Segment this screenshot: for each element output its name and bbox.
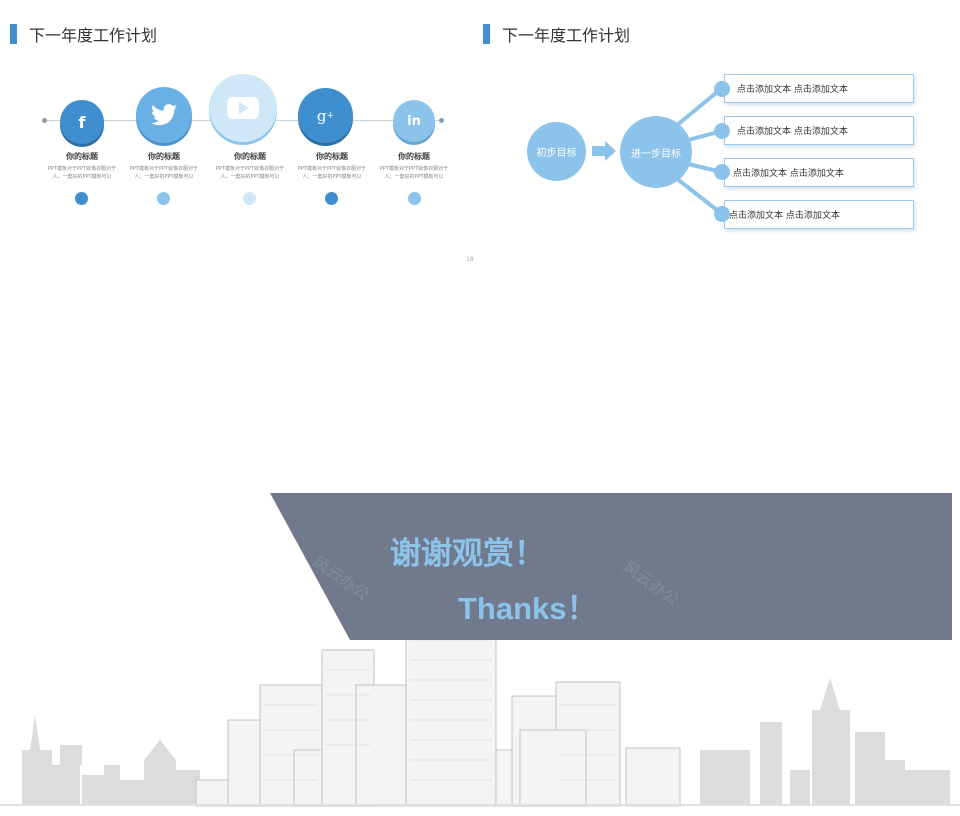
slide-1-header: 下一年度工作计划 bbox=[10, 22, 157, 46]
item-desc-2: PPT模板对于PPT就像衣服对于人，一套好的PPT模板可以 bbox=[129, 166, 199, 180]
further-goal-label: 进一步目标 bbox=[631, 148, 681, 160]
junction-dot-1 bbox=[714, 81, 730, 97]
timeline-marker-1 bbox=[75, 192, 88, 205]
text-box-3[interactable]: 点击添加文本 点击添加文本 bbox=[724, 158, 914, 187]
item-title-3: 你的标题 bbox=[234, 152, 266, 161]
header-accent-bar bbox=[483, 24, 490, 44]
page-number: 18 bbox=[466, 256, 474, 263]
slide-2-header: 下一年度工作计划 bbox=[483, 22, 630, 46]
item-desc-4: PPT模板对于PPT就像衣服对于人，一套好的PPT模板可以 bbox=[297, 166, 367, 180]
text-box-label: 点击添加文本 点击添加文本 bbox=[737, 85, 848, 95]
twitter-icon[interactable] bbox=[136, 87, 192, 143]
item-title-1: 你的标题 bbox=[66, 152, 98, 161]
page-title: 下一年度工作计划 bbox=[502, 26, 631, 45]
facebook-icon[interactable]: f bbox=[60, 100, 104, 144]
junction-dot-3 bbox=[714, 164, 730, 180]
text-box-label: 点击添加文本 点击添加文本 bbox=[729, 211, 840, 221]
thanks-banner bbox=[270, 493, 952, 640]
further-goal-circle: 进一步目标 bbox=[620, 116, 692, 188]
junction-dot-4 bbox=[714, 206, 730, 222]
timeline-marker-4 bbox=[325, 192, 338, 205]
thanks-chinese-text: 谢谢观赏！ bbox=[390, 536, 545, 572]
timeline-marker-2 bbox=[157, 192, 170, 205]
text-box-label: 点击添加文本 点击添加文本 bbox=[737, 127, 848, 137]
initial-goal-label: 初步目标 bbox=[536, 148, 577, 159]
youtube-icon[interactable] bbox=[209, 74, 277, 142]
junction-dot-2 bbox=[714, 123, 730, 139]
city-skyline-illustration bbox=[0, 617, 960, 807]
page-title: 下一年度工作计划 bbox=[29, 26, 158, 45]
play-glyph bbox=[227, 97, 259, 119]
initial-goal-circle: 初步目标 bbox=[527, 122, 586, 181]
item-title-5: 你的标题 bbox=[398, 152, 430, 161]
timeline-end-dot bbox=[439, 118, 444, 123]
linkedin-icon[interactable]: in bbox=[393, 100, 435, 142]
timeline-marker-3 bbox=[243, 192, 256, 205]
item-title-2: 你的标题 bbox=[148, 152, 180, 161]
thanks-english-text: Thanks！ bbox=[458, 591, 598, 626]
twitter-bird-glyph bbox=[151, 104, 177, 126]
text-box-4[interactable]: 点击添加文本 点击添加文本 bbox=[724, 200, 914, 229]
timeline-marker-5 bbox=[408, 192, 421, 205]
connector-4 bbox=[674, 176, 724, 216]
item-desc-3: PPT模板对于PPT就像衣服对于人，一套好的PPT模板可以 bbox=[215, 166, 285, 180]
timeline-start-dot bbox=[42, 118, 47, 123]
header-accent-bar bbox=[10, 24, 17, 44]
item-desc-1: PPT模板对于PPT就像衣服对于人，一套好的PPT模板可以 bbox=[47, 166, 117, 180]
text-box-1[interactable]: 点击添加文本 点击添加文本 bbox=[724, 74, 914, 103]
text-box-label: 点击添加文本 点击添加文本 bbox=[733, 169, 844, 179]
connector-1 bbox=[674, 86, 724, 128]
text-box-2[interactable]: 点击添加文本 点击添加文本 bbox=[724, 116, 914, 145]
item-desc-5: PPT模板对于PPT就像衣服对于人，一套好的PPT模板可以 bbox=[379, 166, 449, 180]
arrow-right-icon bbox=[592, 141, 616, 161]
item-title-4: 你的标题 bbox=[316, 152, 348, 161]
google-plus-icon[interactable]: g+ bbox=[298, 88, 353, 143]
